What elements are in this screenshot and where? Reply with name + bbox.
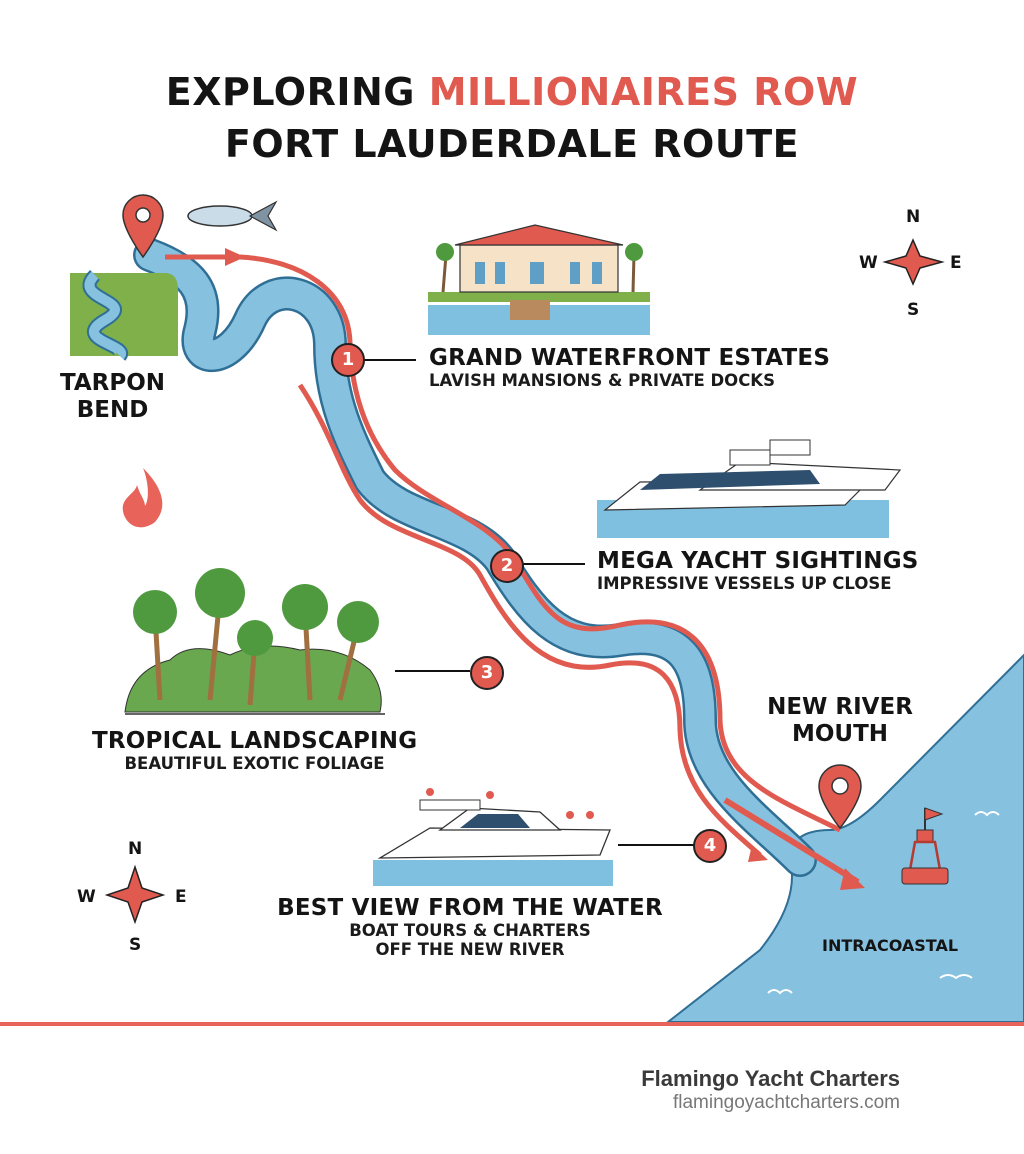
footer-divider [0,1022,1024,1026]
stop-2-subtitle: IMPRESSIVE VESSELS UP CLOSE [597,574,892,593]
stop-4-title: BEST VIEW FROM THE WATER [277,895,663,921]
flame-icon [122,468,163,528]
buoy-icon [901,807,949,885]
page-title: EXPLORING MILLIONAIRES ROW FORT LAUDERDA… [0,66,1024,170]
compass-rose-icon-top [882,238,945,286]
compass-bottom-e: E [175,887,187,907]
route-arrow-start [225,248,245,266]
stop-3-subtitle: BEAUTIFUL EXOTIC FOLIAGE [124,754,385,773]
place-intracoastal: INTRACOASTAL [822,936,959,955]
map-pin-icon-end [818,764,862,830]
title-accent: MILLIONAIRES ROW [428,70,859,114]
title-line-1: EXPLORING MILLIONAIRES ROW [165,70,859,114]
stop-4-label: BEST VIEW FROM THE WATER BOAT TOURS & CH… [270,895,670,959]
compass-rose-icon-bottom [104,864,166,925]
tour-boat-illustration [373,788,613,886]
stop-1-title: GRAND WATERFRONT ESTATES [429,345,831,371]
stop-2-title: MEGA YACHT SIGHTINGS [597,548,919,574]
stop-marker-4[interactable]: 4 [693,829,727,863]
mansion-illustration [428,224,650,335]
fish-icon [187,200,278,232]
stop-2-label: MEGA YACHT SIGHTINGS IMPRESSIVE VESSELS … [597,548,919,593]
stop-1-subtitle: LAVISH MANSIONS & PRIVATE DOCKS [429,371,775,390]
route-line-inner [297,383,762,857]
place-tarpon-bend: TARPON BEND [59,370,166,423]
stop-3-label: TROPICAL LANDSCAPING BEAUTIFUL EXOTIC FO… [92,728,417,773]
place-new-river-mouth: NEW RIVER MOUTH [767,694,913,747]
map-pin-icon-start [122,194,164,259]
stop-marker-1[interactable]: 1 [331,343,365,377]
compass-top-w: W [859,253,878,273]
compass-top-s: S [907,300,920,320]
title-line-2: FORT LAUDERDALE ROUTE [224,122,800,166]
stop-marker-3[interactable]: 3 [470,656,504,690]
compass-top-e: E [950,253,962,273]
stop-4-subtitle-2: OFF THE NEW RIVER [375,940,565,959]
stop-1-label: GRAND WATERFRONT ESTATES LAVISH MANSIONS… [429,345,830,390]
mega-yacht-illustration [597,439,902,538]
brand-url[interactable]: flamingoyachtcharters.com [672,1092,900,1113]
brand-name: Flamingo Yacht Charters [641,1066,900,1091]
river-map-icon [70,270,178,361]
stop-4-subtitle: BOAT TOURS & CHARTERS [349,921,591,940]
compass-bottom-n: N [128,839,143,859]
brand-block: Flamingo Yacht Charters flamingoyachtcha… [641,1066,900,1114]
compass-bottom-w: W [77,887,96,907]
compass-top-n: N [906,207,921,227]
compass-bottom-s: S [129,935,142,955]
stop-3-title: TROPICAL LANDSCAPING [92,728,418,754]
stop-marker-2[interactable]: 2 [490,549,524,583]
route-arrow-end [840,868,865,890]
palm-trees-illustration [124,568,385,715]
